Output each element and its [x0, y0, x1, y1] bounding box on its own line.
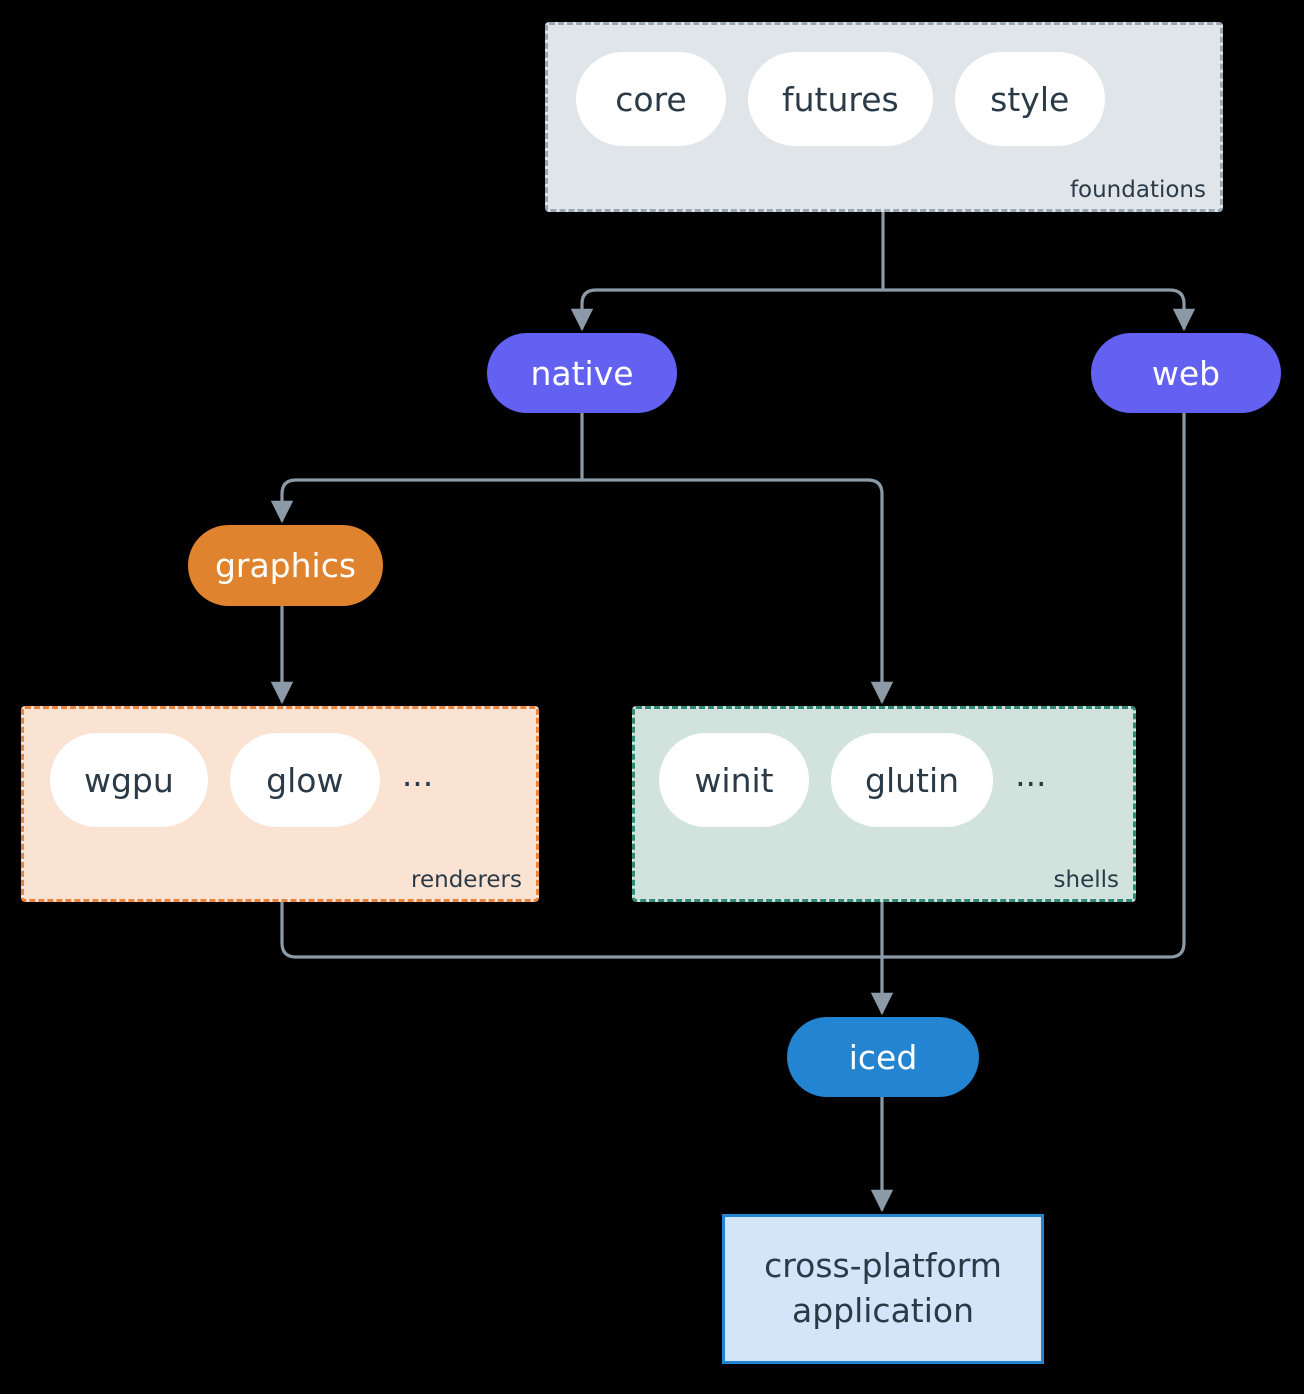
node-native[interactable]: native [487, 333, 677, 413]
group-shells: winit glutin ... shells [632, 706, 1136, 902]
chip-core[interactable]: core [576, 52, 726, 146]
renderers-ellipsis: ... [401, 754, 434, 794]
chip-wgpu[interactable]: wgpu [50, 733, 208, 827]
group-renderers: wgpu glow ... renderers [21, 706, 539, 902]
chip-futures[interactable]: futures [748, 52, 933, 146]
shells-chip-row: winit glutin ... [659, 733, 1047, 827]
renderers-chip-row: wgpu glow ... [50, 733, 433, 827]
node-iced[interactable]: iced [787, 1017, 979, 1097]
edge-foundations-to-web [881, 288, 1196, 332]
edge-web-to-iced [880, 411, 1186, 959]
foundations-chip-row: core futures style [576, 52, 1105, 146]
node-cross-platform-application[interactable]: cross-platform application [722, 1214, 1044, 1364]
group-label-renderers: renderers [411, 867, 522, 893]
group-label-foundations: foundations [1069, 177, 1206, 203]
node-web[interactable]: web [1091, 333, 1281, 413]
application-line-1: cross-platform [764, 1246, 1002, 1286]
shells-ellipsis: ... [1015, 754, 1047, 794]
chip-glow[interactable]: glow [229, 733, 380, 827]
node-graphics[interactable]: graphics [188, 525, 383, 606]
chip-style[interactable]: style [954, 52, 1105, 146]
group-foundations: core futures style foundations [545, 22, 1223, 212]
chip-glutin[interactable]: glutin [831, 733, 994, 827]
edge-native-to-graphics [270, 478, 584, 524]
group-label-shells: shells [1053, 867, 1119, 893]
edge-native-to-shells [580, 478, 894, 705]
edge-foundations-to-native [570, 288, 885, 332]
chip-winit[interactable]: winit [659, 733, 809, 827]
edge-renderers-to-iced [280, 900, 884, 959]
application-line-2: application [791, 1291, 975, 1330]
